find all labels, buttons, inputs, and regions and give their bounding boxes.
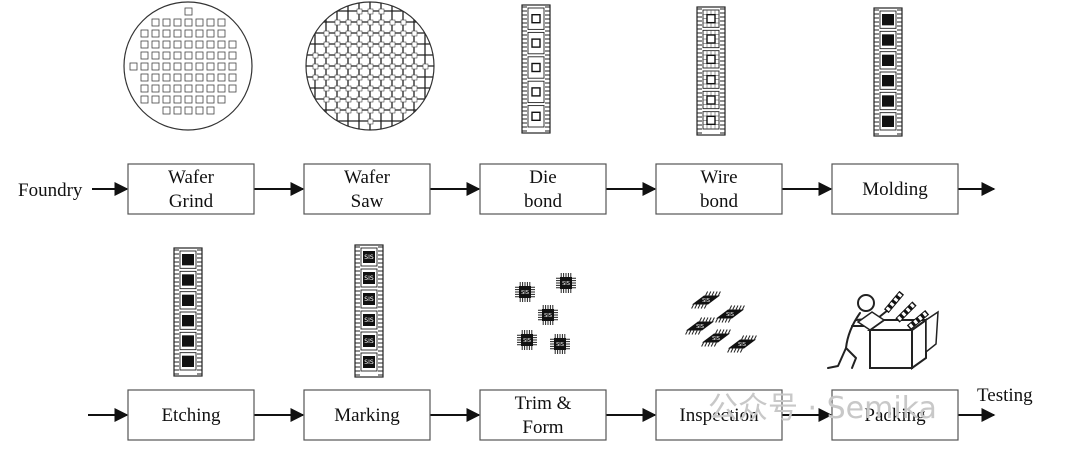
step-label: Wire — [700, 167, 737, 188]
illustrations: SISSISSISSISSISSISSISSISSISSISSISSISSISS… — [123, 1, 939, 378]
step-box — [127, 163, 255, 215]
step-label: Wafer — [344, 167, 391, 188]
svg-text:SIS: SIS — [364, 359, 374, 366]
step-box — [479, 389, 607, 441]
trimmed-chip-icon: SIS — [556, 273, 576, 293]
svg-text:SIS: SIS — [364, 338, 374, 345]
step-label: bond — [700, 191, 739, 212]
step-label: Die — [529, 167, 556, 188]
step-label: Form — [522, 417, 563, 438]
step-box — [127, 389, 255, 441]
inspected-chip-icon: SIS — [727, 335, 757, 353]
step-box — [303, 389, 431, 441]
step-box — [479, 163, 607, 215]
svg-text:SIS: SIS — [556, 342, 564, 348]
step-label: Saw — [351, 191, 384, 212]
svg-text:SIS: SIS — [696, 324, 704, 330]
step-label: Wafer — [168, 167, 215, 188]
inspected-chip-icon: SIS — [685, 317, 715, 335]
step-label: Marking — [334, 405, 400, 426]
wire-bond-strip-icon — [696, 6, 726, 136]
process-steps: WaferGrindWaferSawDiebondWirebondMolding… — [127, 163, 959, 441]
step-label: Inspection — [679, 405, 759, 426]
step-label: Packing — [864, 405, 926, 426]
step-wire-bond: Wire bond — [655, 163, 783, 215]
svg-text:SIS: SIS — [702, 298, 710, 304]
step-box — [831, 389, 959, 441]
step-label: Grind — [169, 191, 214, 212]
step-box — [655, 163, 783, 215]
step-box — [303, 163, 431, 215]
step-box — [655, 389, 783, 441]
svg-text:SIS: SIS — [544, 313, 552, 319]
step-label: Trim & — [515, 393, 572, 414]
step-molding: Molding — [831, 163, 959, 215]
step-etching: Etching — [127, 389, 255, 441]
wafer-icon — [123, 1, 253, 131]
step-inspection: Inspection — [655, 389, 783, 441]
svg-text:SIS: SIS — [562, 281, 570, 287]
marked-strip-icon: SIS SIS SIS SIS SIS SIS — [354, 244, 384, 378]
trimmed-chip-icon: SIS — [550, 334, 570, 354]
inspected-chip-icon: SIS — [691, 291, 721, 309]
start-label-foundry: Foundry — [18, 180, 83, 201]
step-packing: Packing — [831, 389, 959, 441]
sawn-wafer-icon — [305, 1, 435, 131]
die-bond-strip-icon — [521, 4, 551, 134]
flow-arrows — [88, 182, 996, 422]
svg-text:SIS: SIS — [364, 254, 374, 261]
packing-worker-icon — [827, 290, 939, 370]
trimmed-chip-icon: SIS — [515, 282, 535, 302]
svg-text:SIS: SIS — [738, 342, 746, 348]
svg-text:SIS: SIS — [521, 290, 529, 296]
etched-strip-icon — [173, 247, 203, 377]
svg-text:SIS: SIS — [364, 275, 374, 282]
watermark: 公众号 · Semika — [708, 391, 937, 426]
step-die-bond: Die bond — [479, 163, 607, 215]
step-label: Molding — [862, 179, 928, 200]
step-trim-form: Trim & Form — [479, 389, 607, 441]
svg-text:SIS: SIS — [364, 317, 374, 324]
trimmed-chip-icon: SIS — [517, 330, 537, 350]
svg-text:SIS: SIS — [712, 336, 720, 342]
end-label-testing: Testing — [977, 385, 1033, 406]
trimmed-chip-icon: SIS — [538, 305, 558, 325]
step-marking: Marking — [303, 389, 431, 441]
molded-strip-icon — [873, 7, 903, 137]
inspected-chip-icon: SIS — [715, 305, 745, 323]
step-label: bond — [524, 191, 563, 212]
step-box — [831, 163, 959, 215]
svg-text:SIS: SIS — [523, 338, 531, 344]
step-label: Etching — [161, 405, 221, 426]
svg-text:SIS: SIS — [726, 312, 734, 318]
inspected-chip-icon: SIS — [701, 329, 731, 347]
svg-text:SIS: SIS — [364, 296, 374, 303]
